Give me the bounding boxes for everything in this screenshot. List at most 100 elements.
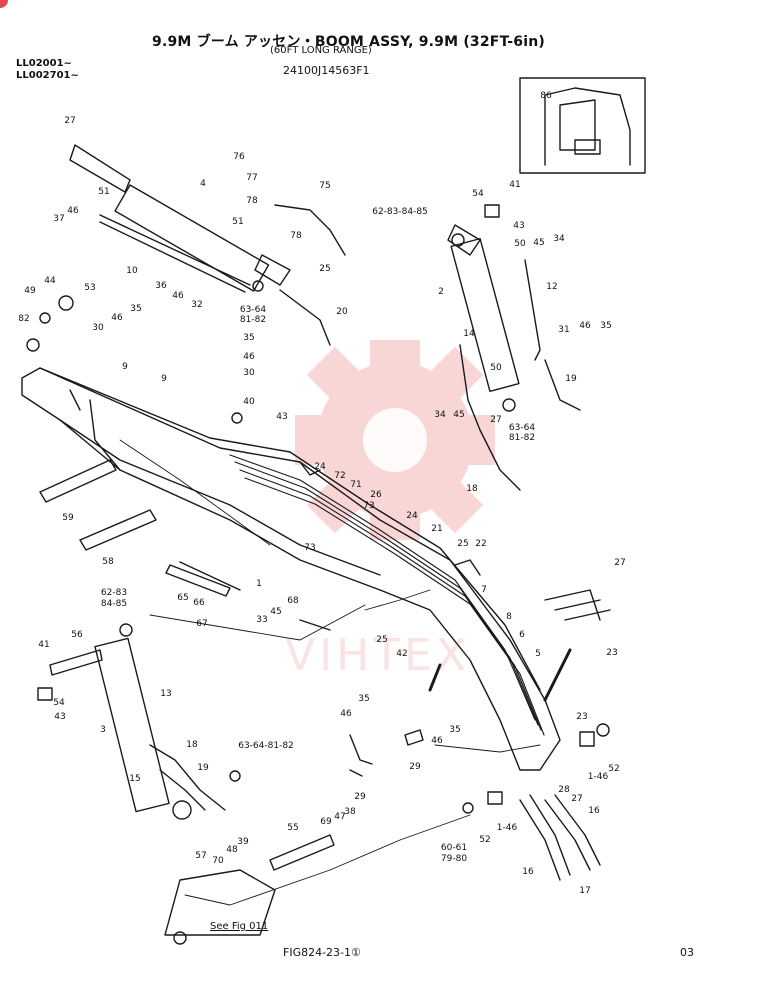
callout-label: 1 <box>256 579 262 589</box>
callout-label: 36 <box>155 281 167 291</box>
callout-label: 25 <box>457 539 469 549</box>
callout-label: 26 <box>370 490 382 500</box>
callout-label: 16 <box>588 806 600 816</box>
callout-label: 24 <box>314 462 326 472</box>
callout-label: 31 <box>558 325 570 335</box>
callout-label: 46 <box>67 206 79 216</box>
leader-lines <box>119 439 541 936</box>
callout-label: 57 <box>195 851 207 861</box>
callout-label: 16 <box>522 867 534 877</box>
callout-label: 48 <box>226 845 238 855</box>
callout-label: 46 <box>579 321 591 331</box>
callout-label: 30 <box>92 323 104 333</box>
callout-label: 55 <box>287 823 299 833</box>
callout-label: 49 <box>24 286 36 296</box>
callout-label: 1-46 <box>587 772 609 782</box>
callout-label: 50 <box>514 239 526 249</box>
callout-label: 29 <box>409 762 421 772</box>
callout-label: 14 <box>463 329 475 339</box>
callout-label: 23 <box>576 712 588 722</box>
callout-label: 28 <box>558 785 570 795</box>
callout-label: 46 <box>111 313 123 323</box>
callout-label: 22 <box>475 539 487 549</box>
pins <box>39 459 335 871</box>
callout-label: 71 <box>350 480 362 490</box>
callout-label: 78 <box>246 196 258 206</box>
callout-label: 32 <box>191 300 203 310</box>
callout-label: 62-83-84-85 <box>372 207 428 217</box>
assembly-part-number: 24100J14563F1 <box>283 64 370 77</box>
callout-label: 84-85 <box>100 599 128 609</box>
callout-label: 8 <box>506 612 512 622</box>
callout-label: 18 <box>466 484 478 494</box>
callout-label: 4 <box>200 179 206 189</box>
callout-label: 44 <box>44 276 56 286</box>
callout-label: 35 <box>449 725 461 735</box>
page-subtitle: (60FT LONG RANGE) <box>270 45 372 56</box>
callout-label: 10 <box>126 266 138 276</box>
callout-label: 17 <box>579 886 591 896</box>
boom-hydraulic-lines <box>229 454 545 736</box>
callout-label: 43 <box>54 712 66 722</box>
callout-label: 63-64 <box>508 423 536 433</box>
callout-label: 78 <box>290 231 302 241</box>
callout-label: 79-80 <box>440 854 468 864</box>
callout-label: 41 <box>38 640 50 650</box>
callout-label: 56 <box>71 630 83 640</box>
callout-label: 53 <box>84 283 96 293</box>
boom-cylinder-right <box>447 224 581 491</box>
callout-label: 67 <box>196 619 208 629</box>
callout-label: 82 <box>18 314 30 324</box>
callout-label: 27 <box>64 116 76 126</box>
callout-label: 51 <box>98 187 110 197</box>
callout-label: 7 <box>481 585 487 595</box>
callout-label: 54 <box>472 189 484 199</box>
callout-label: 18 <box>186 740 198 750</box>
callout-label: 20 <box>336 307 348 317</box>
callout-label: 25 <box>376 635 388 645</box>
callout-label: 63-64-81-82 <box>238 741 294 751</box>
inset-cab <box>519 77 646 174</box>
lower-bracket <box>164 869 276 945</box>
callout-label: 54 <box>53 698 65 708</box>
callout-label: 6 <box>519 630 525 640</box>
callout-label: 35 <box>358 694 370 704</box>
callout-label: 2 <box>438 287 444 297</box>
hoses <box>274 204 611 881</box>
callout-label: 46 <box>340 709 352 719</box>
callout-label: 43 <box>276 412 288 422</box>
boom-body <box>21 367 561 771</box>
callout-label: 70 <box>212 856 224 866</box>
callout-label: 1-46 <box>496 823 518 833</box>
callout-label: 45 <box>453 410 465 420</box>
callout-label: 5 <box>535 649 541 659</box>
callout-label: 65 <box>177 593 189 603</box>
callout-label: 45 <box>270 607 282 617</box>
callout-label: 50 <box>490 363 502 373</box>
callout-label: 19 <box>197 763 209 773</box>
corner-badge <box>0 0 8 8</box>
callout-label: 39 <box>237 837 249 847</box>
callout-label: 63-64 <box>239 305 267 315</box>
callout-label: 76 <box>233 152 245 162</box>
arm-cylinder <box>69 144 291 293</box>
callout-label: 25 <box>319 264 331 274</box>
page-title: 9.9M ブーム アッセン・BOOM ASSY, 9.9M (32FT-6in) <box>152 34 545 50</box>
callout-label: 9 <box>161 374 167 384</box>
callout-label: 73 <box>304 543 316 553</box>
watermark-text: VIHTEX <box>285 630 470 681</box>
callout-label: 9 <box>122 362 128 372</box>
callout-label: 27 <box>490 415 502 425</box>
callout-label: 45 <box>533 238 545 248</box>
callout-label: 43 <box>513 221 525 231</box>
callout-label: 46 <box>172 291 184 301</box>
callout-label: 24 <box>406 511 418 521</box>
callout-label: 35 <box>243 333 255 343</box>
see-figure-link[interactable]: See Fig 011 <box>210 921 269 932</box>
callout-label: 68 <box>287 596 299 606</box>
callout-label: 19 <box>565 374 577 384</box>
callout-label: 52 <box>608 764 620 774</box>
callout-label: 3 <box>100 725 106 735</box>
callout-label: 73 <box>363 501 375 511</box>
callout-label: 42 <box>396 649 408 659</box>
